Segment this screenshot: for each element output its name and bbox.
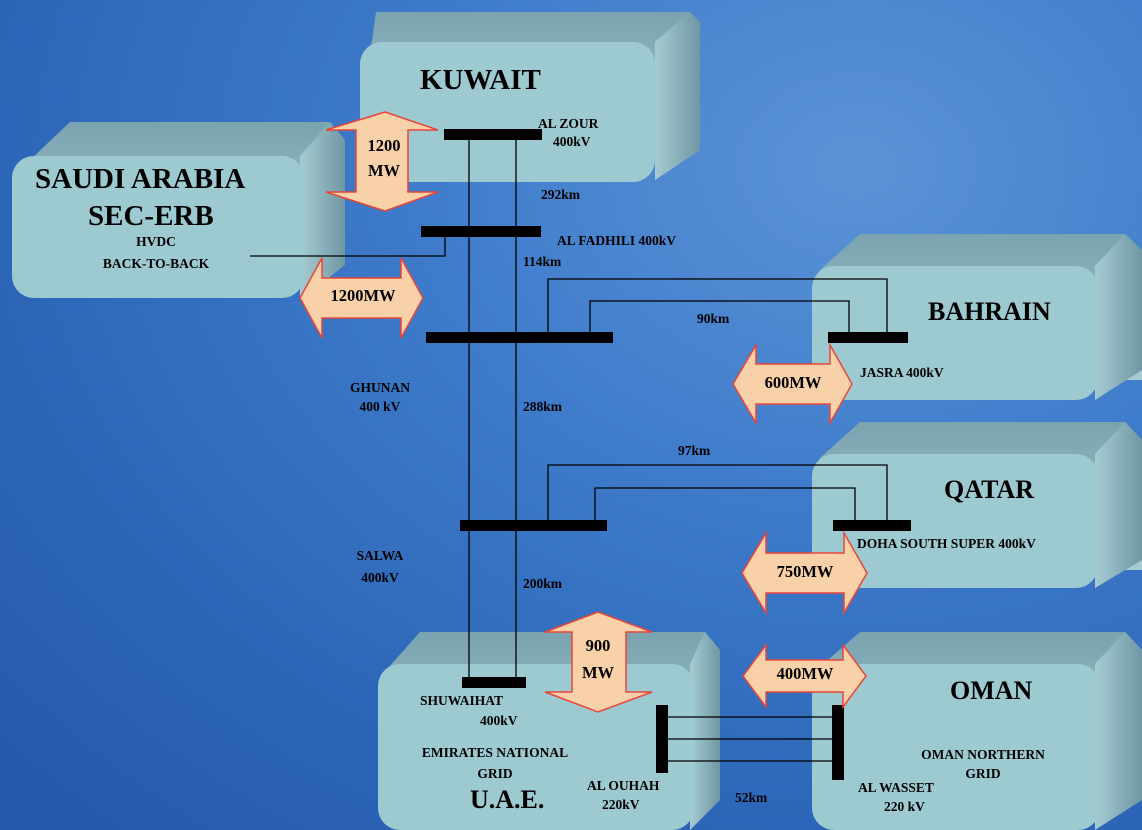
al-wasset-kv: 220 kV: [884, 799, 925, 814]
kuwait-title: KUWAIT: [420, 64, 541, 96]
salwa-kv: 400kV: [361, 570, 399, 585]
al-fadhili-label: AL FADHILI 400kV: [557, 233, 677, 248]
busbars: [421, 129, 911, 780]
jasra-busbar: [828, 332, 908, 343]
shuwaihat-name: SHUWAIHAT: [420, 693, 504, 708]
ghunan-name: GHUNAN: [350, 380, 410, 395]
al-zour-busbar: [444, 129, 542, 140]
al-ouhah-kv: 220kV: [602, 797, 640, 812]
oman-grid-line1: OMAN NORTHERN: [921, 747, 1045, 762]
ghunan-jasra-line-2: [589, 300, 850, 338]
salwa-doha-line-2: [594, 487, 856, 526]
bahrain-title: BAHRAIN: [928, 297, 1051, 326]
emirates-grid-line1: EMIRATES NATIONAL: [421, 745, 569, 760]
doha-south-label: DOHA SOUTH SUPER 400kV: [857, 536, 1036, 551]
uae-title: U.A.E.: [470, 785, 545, 814]
capacity-arrows: [299, 111, 868, 713]
qatar-capacity-arrow: [741, 530, 868, 616]
bahrain-box: [812, 234, 1142, 400]
transmission-lines: [250, 134, 888, 762]
oman-capacity-label: 400MW: [776, 664, 834, 683]
al-zour-kv: 400kV: [553, 134, 591, 149]
kuwait-capacity-value: 1200: [367, 136, 401, 155]
ghunan-jasra-line-1: [547, 278, 888, 338]
kuwait-capacity-unit: MW: [367, 161, 401, 180]
bahrain-capacity-label: 600MW: [764, 373, 822, 392]
ghunan-kv: 400 kV: [359, 399, 401, 414]
al-ouhah-name: AL OUHAH: [587, 778, 660, 793]
distance-200km: 200km: [523, 576, 563, 591]
qatar-capacity-label: 750MW: [776, 562, 834, 581]
distance-292km: 292km: [541, 187, 581, 202]
hvdc-note-line1: HVDC: [136, 234, 176, 249]
salwa-name: SALWA: [356, 548, 404, 563]
doha-south-busbar: [833, 520, 911, 531]
saudi-capacity-arrow: [299, 257, 424, 339]
uae-box: [378, 632, 720, 830]
hvdc-note-line2: BACK-TO-BACK: [102, 256, 210, 271]
kuwait-box: [360, 12, 700, 182]
kuwait-capacity-arrow: [325, 111, 439, 212]
distance-114km: 114km: [523, 254, 562, 269]
salwa-doha-line-1: [547, 464, 888, 526]
shuwaihat-busbar: [462, 677, 526, 688]
saudi-arabia-title: SAUDI ARABIA: [35, 163, 246, 195]
saudi-capacity-label: 1200MW: [330, 286, 396, 305]
al-wasset-busbar: [832, 705, 844, 780]
al-zour-name: AL ZOUR: [538, 116, 599, 131]
shuwaihat-kv: 400kV: [480, 713, 518, 728]
bahrain-capacity-arrow: [732, 342, 853, 426]
salwa-busbar: [460, 520, 607, 531]
saudi-sec-erb-title: SEC-ERB: [88, 200, 214, 232]
jasra-label: JASRA 400kV: [860, 365, 944, 380]
oman-capacity-arrow: [742, 642, 867, 710]
uae-capacity-unit: MW: [581, 663, 615, 682]
distance-52km: 52km: [735, 790, 768, 805]
qatar-title: QATAR: [944, 475, 1035, 504]
al-wasset-name: AL WASSET: [858, 780, 934, 795]
al-ouhah-busbar: [656, 705, 668, 773]
hvdc-link-line: [250, 232, 446, 257]
uae-capacity-arrow: [544, 611, 653, 713]
distance-90km: 90km: [697, 311, 730, 326]
oman-box: [812, 632, 1142, 830]
oman-grid-line2: GRID: [965, 766, 1001, 781]
saudi-arabia-box: [12, 122, 345, 300]
ghunan-busbar: [426, 332, 613, 343]
qatar-box: [812, 422, 1142, 588]
distance-97km: 97km: [678, 443, 711, 458]
al-fadhili-busbar: [421, 226, 541, 237]
uae-capacity-value: 900: [585, 636, 611, 655]
oman-title: OMAN: [950, 676, 1033, 705]
distance-288km: 288km: [523, 399, 563, 414]
emirates-grid-line2: GRID: [477, 766, 513, 781]
